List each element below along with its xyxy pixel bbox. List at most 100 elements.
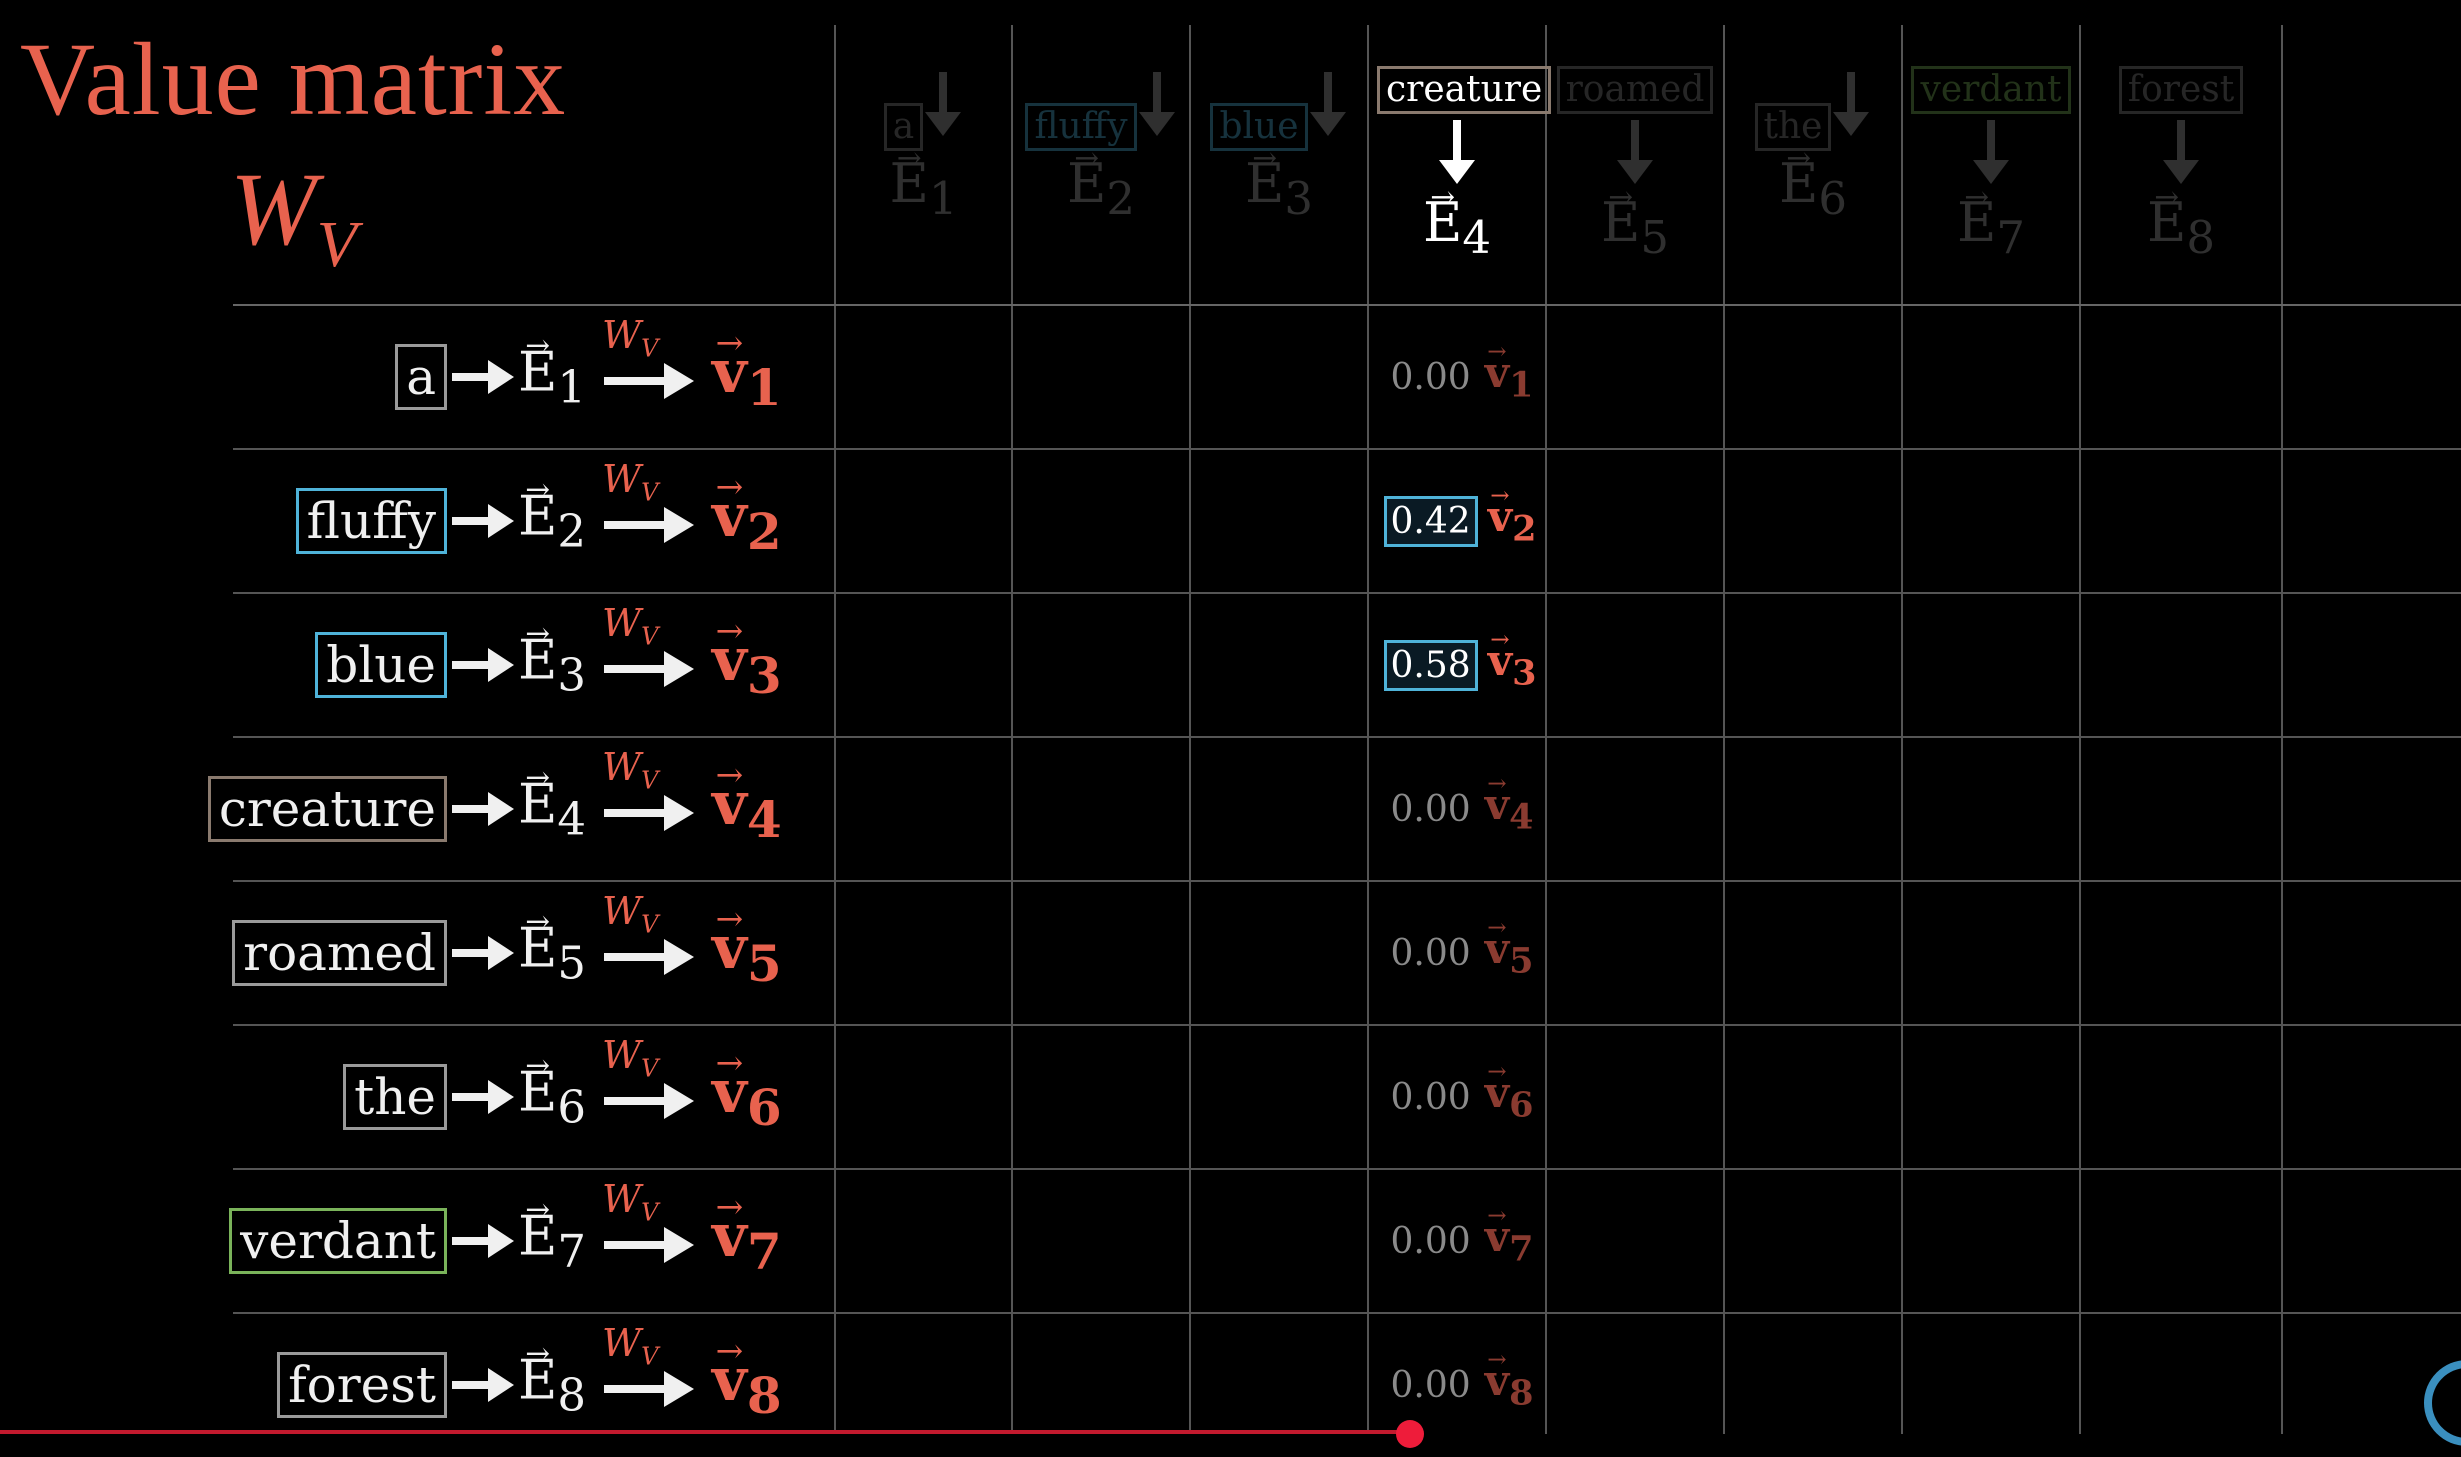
long-right-arrow-icon — [604, 651, 694, 687]
long-right-arrow-icon — [604, 363, 694, 399]
long-right-arrow-icon — [604, 1371, 694, 1407]
down-arrow-icon — [1138, 72, 1175, 136]
embedding-vector-label: →E1 — [889, 141, 958, 225]
embedding-vector-label: →E7 — [518, 1192, 587, 1278]
long-right-arrow-icon — [604, 939, 694, 975]
column-word: creature — [1377, 66, 1552, 114]
weight-cell: 0.58→v3 — [1380, 593, 1540, 737]
column-word: a — [883, 103, 924, 151]
attention-weight: 0.00 — [1390, 1076, 1471, 1118]
value-vector-label: →v7 — [1484, 1202, 1534, 1270]
value-vector-label: →v8 — [712, 1331, 782, 1425]
progress-bar[interactable] — [0, 1430, 1410, 1434]
right-arrow-icon — [452, 936, 514, 970]
matrix-symbol: WV — [230, 150, 357, 283]
matrix-symbol-subscript: V — [316, 208, 357, 281]
value-vector-label: →v7 — [712, 1187, 782, 1281]
attention-weight: 0.00 — [1390, 788, 1471, 830]
value-matrix-label: WV — [602, 1177, 659, 1227]
value-matrix-label: WV — [602, 889, 659, 939]
long-right-arrow-icon — [604, 795, 694, 831]
column-word: blue — [1210, 103, 1308, 151]
attention-weight: 0.00 — [1390, 356, 1471, 398]
embedding-vector-label: →E4 — [1422, 180, 1492, 264]
attention-weight: 0.00 — [1390, 1220, 1471, 1262]
attention-weight: 0.58 — [1383, 639, 1478, 691]
value-vector-label: →v2 — [712, 467, 782, 561]
weight-cell: 0.00→v8 — [1380, 1313, 1540, 1457]
value-vector-label: →v2 — [1487, 482, 1537, 550]
matrix-symbol-letter: W — [230, 152, 317, 267]
value-vector-label: →v6 — [1484, 1058, 1534, 1126]
column-word: fluffy — [1025, 103, 1137, 151]
attention-weight: 0.42 — [1383, 495, 1478, 547]
right-arrow-icon — [452, 1368, 514, 1402]
value-vector-label: →v5 — [712, 899, 782, 993]
column-header-the: the→E6 — [1733, 66, 1893, 221]
weight-cell: 0.00 →v5 — [1380, 881, 1540, 1025]
progress-handle[interactable] — [1396, 1420, 1424, 1448]
weight-cell: 0.00 →v4 — [1380, 737, 1540, 881]
embedding-vector-label: →E3 — [518, 616, 587, 702]
column-header-fluffy: fluffy→E2 — [1021, 66, 1181, 221]
row-a: a →E1 WV →v1 — [0, 305, 800, 449]
down-arrow-icon — [1439, 119, 1475, 184]
embedding-vector-label: →E5 — [518, 904, 587, 990]
column-header-blue: blue→E3 — [1199, 66, 1359, 221]
row-blue: blue →E3 WV →v3 — [0, 593, 800, 737]
value-vector-label: →v4 — [1484, 770, 1534, 838]
long-right-arrow-icon — [604, 507, 694, 543]
embedding-vector-label: →E2 — [1066, 141, 1136, 225]
value-vector-label: →v3 — [712, 611, 782, 705]
value-matrix-label: WV — [602, 313, 659, 363]
weight-cell: 0.42→v2 — [1380, 449, 1540, 593]
column-word: roamed — [1556, 66, 1714, 114]
token-word: blue — [315, 632, 447, 698]
token-word: a — [395, 344, 447, 410]
weight-cell: 0.00 →v1 — [1380, 305, 1540, 449]
column-header-roamed: roamed→E5 — [1555, 66, 1715, 260]
title: Value matrix — [20, 22, 567, 137]
right-arrow-icon — [452, 1224, 514, 1258]
token-word: creature — [207, 776, 447, 842]
token-word: fluffy — [295, 488, 447, 554]
column-header-creature: creature →E4 — [1377, 66, 1552, 264]
column-header-forest: forest→E8 — [2101, 66, 2261, 260]
column-header-a: a→E1 — [844, 66, 1004, 221]
long-right-arrow-icon — [604, 1083, 694, 1119]
embedding-vector-label: →E7 — [1956, 180, 2026, 264]
value-matrix-label: WV — [602, 457, 659, 507]
embedding-vector-label: →E3 — [1244, 141, 1314, 225]
value-matrix-label: WV — [602, 745, 659, 795]
value-vector-label: →v3 — [1487, 626, 1537, 694]
column-header-verdant: verdant→E7 — [1911, 66, 2071, 260]
long-right-arrow-icon — [604, 1227, 694, 1263]
down-arrow-icon — [1617, 119, 1653, 184]
attention-weight: 0.00 — [1390, 932, 1471, 974]
column-word: the — [1754, 103, 1832, 151]
down-arrow-icon — [1833, 72, 1870, 136]
value-vector-label: →v5 — [1484, 914, 1534, 982]
embedding-vector-label: →E6 — [518, 1048, 587, 1134]
down-arrow-icon — [925, 72, 962, 136]
embedding-vector-label: →E1 — [518, 328, 587, 414]
value-vector-label: →v8 — [1484, 1346, 1534, 1414]
embedding-vector-label: →E8 — [2146, 180, 2216, 264]
column-word: forest — [2118, 66, 2244, 114]
down-arrow-icon — [1973, 119, 2009, 184]
value-vector-label: →v1 — [1484, 338, 1534, 406]
right-arrow-icon — [452, 360, 514, 394]
right-arrow-icon — [452, 648, 514, 682]
token-word: forest — [277, 1352, 447, 1418]
embedding-vector-label: →E5 — [1600, 180, 1670, 264]
value-vector-label: →v1 — [712, 323, 782, 417]
embedding-vector-label: →E8 — [518, 1336, 587, 1422]
value-vector-label: →v4 — [712, 755, 782, 849]
value-matrix-label: WV — [602, 601, 659, 651]
embedding-vector-label: →E4 — [518, 760, 587, 846]
